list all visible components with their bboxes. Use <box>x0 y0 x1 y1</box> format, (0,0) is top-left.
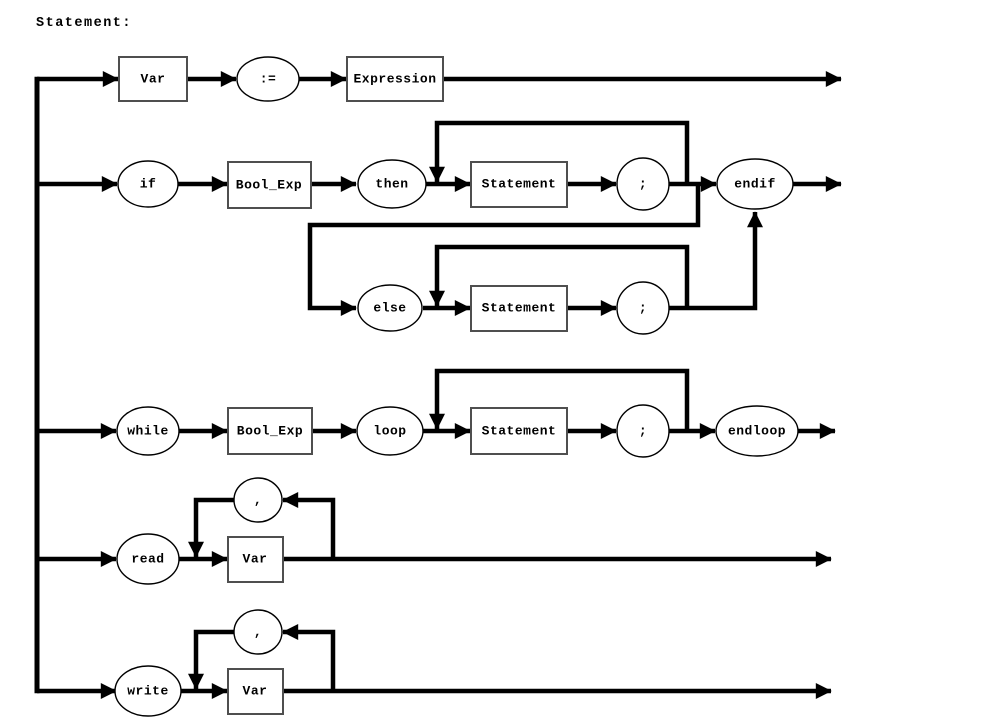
oval-shape <box>233 609 283 655</box>
connector-while-repeat-loop <box>429 368 690 430</box>
oval-shape <box>616 281 670 335</box>
node-endif: endif <box>716 158 794 210</box>
node-label: Statement <box>482 177 557 192</box>
node-label: ; <box>639 177 647 192</box>
oval-shape <box>357 284 423 332</box>
node-label: Statement <box>482 301 557 316</box>
node-label: := <box>260 72 277 87</box>
node-label: ; <box>639 424 647 439</box>
oval-shape <box>716 158 794 210</box>
oval-shape <box>356 406 424 456</box>
connector-else-repeat-loop <box>429 244 690 307</box>
node-label: ; <box>639 301 647 316</box>
node-while: while <box>116 406 180 456</box>
node-read-var: Var <box>227 536 284 583</box>
connector-write-comma-out <box>188 629 234 690</box>
node-assign-var: Var <box>118 56 188 102</box>
oval-shape <box>236 56 300 102</box>
node-loop: loop <box>356 406 424 456</box>
oval-shape <box>116 406 180 456</box>
node-then-semicolon: ; <box>616 157 670 211</box>
connector-else-rejoin <box>669 211 763 311</box>
node-if: if <box>117 160 179 208</box>
node-label: Var <box>243 684 268 699</box>
node-label: Bool_Exp <box>236 178 302 193</box>
oval-shape <box>616 404 670 458</box>
diagram-title: Statement: <box>36 16 132 31</box>
connector-write-comma-in <box>282 624 336 691</box>
node-label: write <box>127 684 169 699</box>
oval-shape <box>715 405 799 457</box>
box-shape <box>227 161 312 209</box>
node-label: endif <box>734 177 776 192</box>
node-label: Bool_Exp <box>237 424 303 439</box>
box-shape <box>470 285 568 332</box>
oval-shape <box>117 160 179 208</box>
node-label: while <box>127 424 169 439</box>
node-loop-semicolon: ; <box>616 404 670 458</box>
node-else-semicolon: ; <box>616 281 670 335</box>
box-shape <box>470 161 568 208</box>
node-label: then <box>375 177 408 192</box>
connector-read-comma-in <box>282 492 336 559</box>
node-label: , <box>254 493 262 508</box>
node-write: write <box>114 665 182 717</box>
connector-then-repeat-loop <box>429 120 690 183</box>
node-label: endloop <box>728 424 786 439</box>
node-expression: Expression <box>346 56 444 102</box>
node-read-comma: , <box>233 477 283 523</box>
node-else: else <box>357 284 423 332</box>
node-assign-op: := <box>236 56 300 102</box>
oval-shape <box>233 477 283 523</box>
node-if-cond: Bool_Exp <box>227 161 312 209</box>
node-label: , <box>254 625 262 640</box>
nodes: Var := Expression if Bool_Exp then State… <box>114 56 799 717</box>
oval-shape <box>114 665 182 717</box>
oval-shape <box>616 157 670 211</box>
node-label: Var <box>243 552 268 567</box>
node-label: else <box>373 301 406 316</box>
box-shape <box>227 536 284 583</box>
node-loop-statement: Statement <box>470 407 568 455</box>
node-read: read <box>116 533 180 585</box>
node-while-cond: Bool_Exp <box>227 407 313 455</box>
box-shape <box>346 56 444 102</box>
box-shape <box>118 56 188 102</box>
box-shape <box>227 668 284 715</box>
node-label: Statement <box>482 424 557 439</box>
oval-shape <box>116 533 180 585</box>
node-label: loop <box>373 424 406 439</box>
node-write-comma: , <box>233 609 283 655</box>
node-else-statement: Statement <box>470 285 568 332</box>
node-then-statement: Statement <box>470 161 568 208</box>
node-then: then <box>357 159 427 209</box>
oval-shape <box>357 159 427 209</box>
node-label: read <box>131 552 164 567</box>
connector-else-branch <box>307 184 701 316</box>
node-label: if <box>140 177 157 192</box>
connectors <box>34 71 842 699</box>
node-write-var: Var <box>227 668 284 715</box>
box-shape <box>227 407 313 455</box>
node-label: Expression <box>353 72 436 87</box>
box-shape <box>470 407 568 455</box>
node-endloop: endloop <box>715 405 799 457</box>
node-label: Var <box>141 72 166 87</box>
connector-read-comma-out <box>188 497 234 558</box>
